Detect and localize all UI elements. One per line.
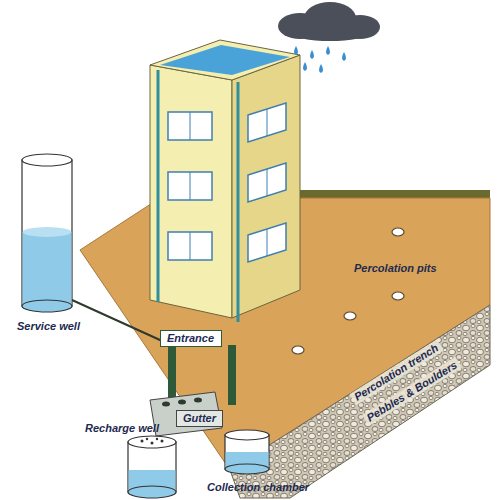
- node-text: Entrance: [167, 332, 215, 345]
- well-label: Service well: [17, 320, 80, 333]
- building: [150, 40, 300, 322]
- rain-cloud: [278, 2, 380, 73]
- node-text: Gutter: [183, 412, 216, 425]
- pipe: [72, 300, 170, 345]
- chamber-label: Collection chamber: [207, 481, 309, 494]
- pits-label: Percolation pits: [354, 262, 437, 275]
- recharge-well: [128, 436, 176, 498]
- gutter-grate: [150, 392, 222, 436]
- collection-chamber: [225, 430, 269, 474]
- well-label: Recharge well: [85, 422, 159, 435]
- ground: [80, 198, 490, 470]
- service-well: [22, 154, 72, 312]
- gutter-plate: Gutter: [176, 410, 223, 427]
- entrance-sign: Entrance: [160, 330, 222, 347]
